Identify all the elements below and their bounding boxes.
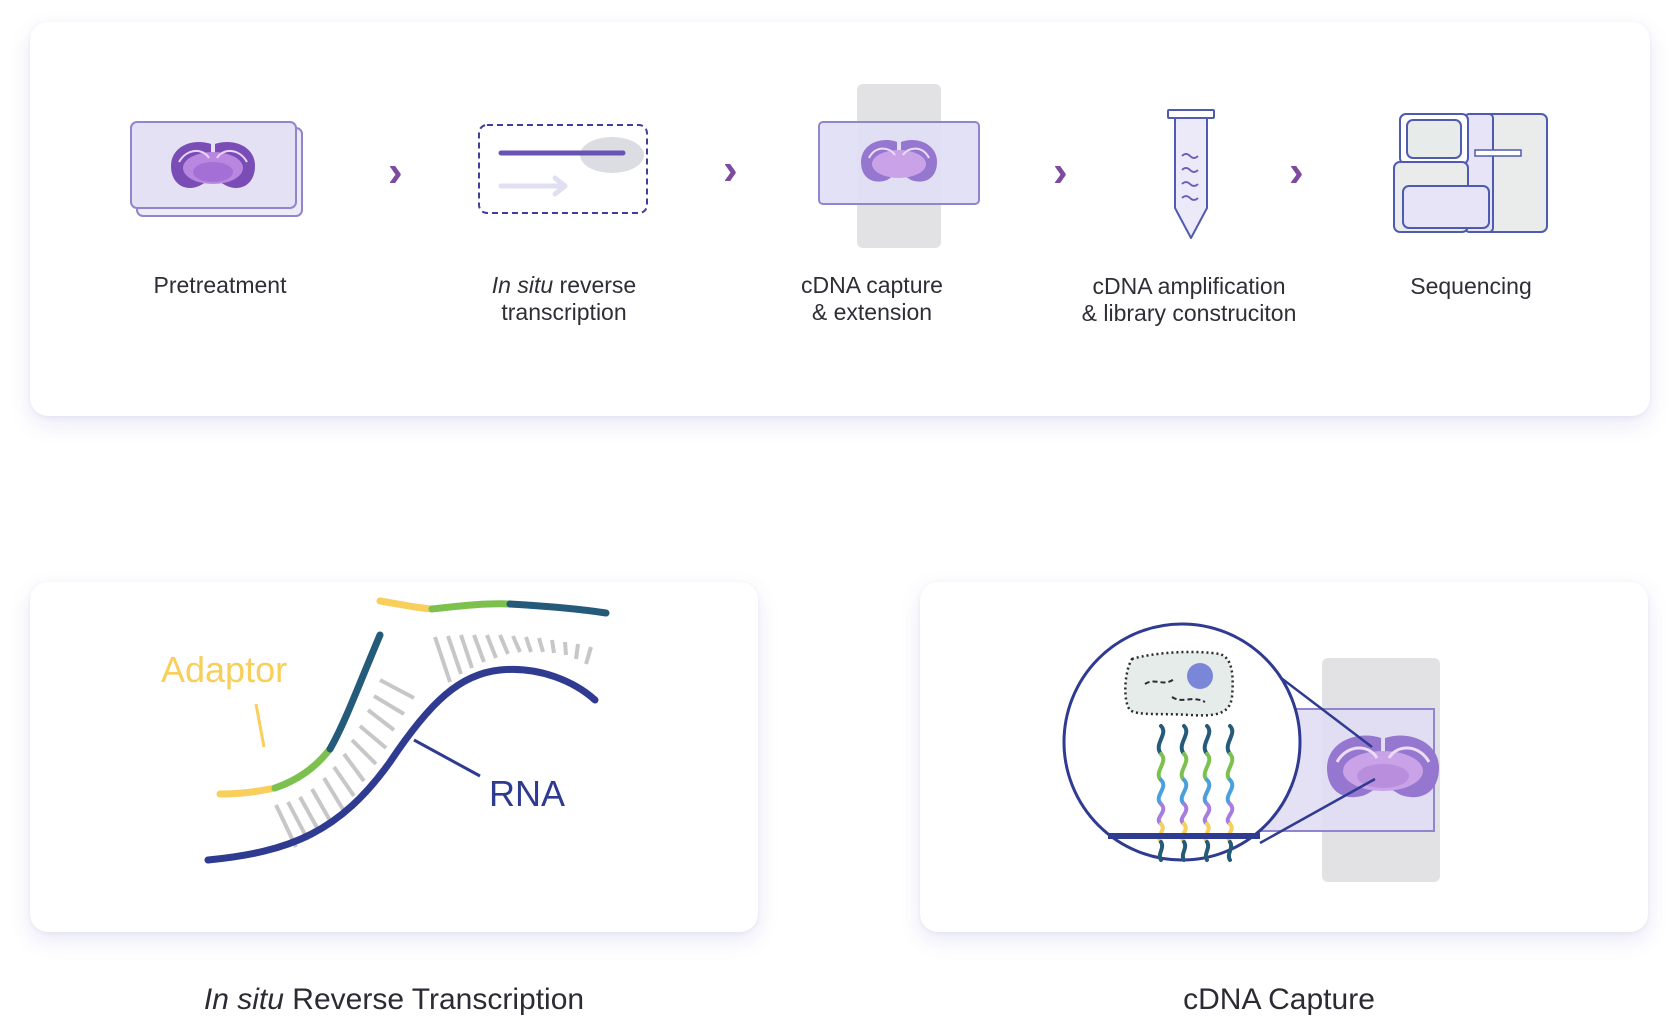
pretreatment-slide-icon (130, 121, 303, 217)
rna-label: RNA (489, 773, 566, 814)
chevron-right-icon: › (1053, 147, 1068, 196)
sequencer-icon (1393, 113, 1548, 233)
step-label-sequencing: Sequencing (1410, 273, 1532, 299)
cdna-segment (326, 631, 384, 753)
capture-chip-icon (818, 84, 980, 248)
capture-diagram (1062, 622, 1440, 882)
chevron-right-icon: › (723, 145, 738, 194)
rt-caption: In situ Reverse Transcription (203, 983, 585, 1016)
pcr-tube-icon (1167, 109, 1215, 239)
rna-strand (204, 665, 599, 864)
step-label-pretreatment: Pretreatment (153, 272, 287, 298)
rna-pointer (413, 738, 481, 778)
reverse-transcription-icon (478, 124, 648, 214)
workflow-panel: Pretreatment › In situ reverse transcrip… (30, 22, 1650, 416)
capture-panel (920, 582, 1648, 932)
rt-panel: Adaptor RNA (30, 582, 758, 932)
chevron-right-icon: › (1289, 147, 1304, 196)
adaptor-segment (216, 784, 279, 798)
adaptor-pointer (254, 703, 266, 748)
capture-caption: cDNA Capture (1183, 983, 1375, 1016)
chevron-right-icon: › (388, 147, 403, 196)
rt-diagram (204, 597, 610, 864)
base-pair-rungs (274, 634, 593, 848)
step-label-in-situ-rt: In situ reverse transcription (491, 272, 637, 325)
cell-icon (1124, 650, 1234, 717)
step-label-cdna-capture: cDNA capture & extension (801, 272, 943, 325)
barcode-segment (271, 745, 334, 792)
adaptor-label: Adaptor (161, 649, 288, 690)
step-label-amplification: cDNA amplification & library construcito… (1081, 273, 1297, 326)
